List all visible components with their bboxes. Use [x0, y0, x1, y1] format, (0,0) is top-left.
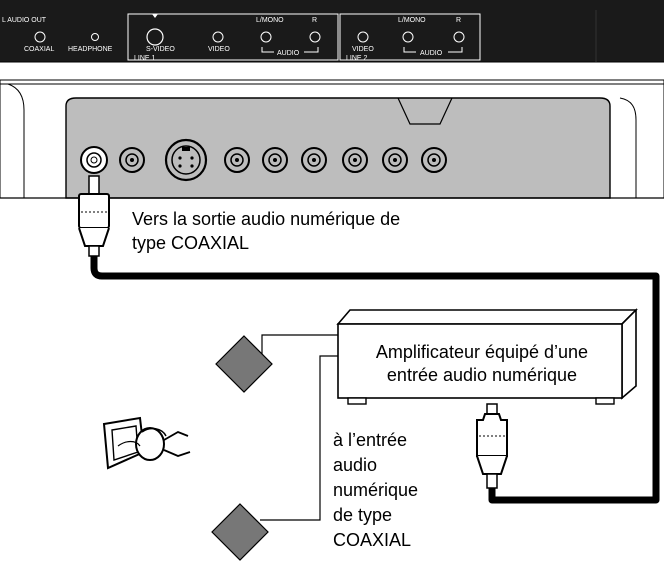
video2-jack-icon [357, 31, 369, 43]
panel-label-audio2: AUDIO [420, 50, 443, 57]
bay-jacks [80, 138, 447, 182]
video1-jack-icon [212, 31, 224, 43]
panel-label-audio-out: L AUDIO OUT [2, 17, 47, 24]
svideo-jack-icon [146, 28, 164, 46]
amplifier-label-line2: entrée audio numérique [387, 365, 577, 385]
marker-arrow-icon [152, 14, 158, 18]
speaker-rear-icon [211, 503, 269, 561]
speaker-wire-bottom [260, 355, 338, 521]
panel-label-lmono2: L/MONO [398, 17, 426, 24]
input-label: à l’entrée audio numérique de type COAXI… [333, 430, 418, 550]
panel-label-lmono1: L/MONO [256, 17, 284, 24]
audio2-left-jack-icon [402, 31, 414, 43]
panel-label-r1: R [312, 17, 317, 24]
input-label-line: audio [333, 455, 377, 475]
input-label-line: numérique [333, 480, 418, 500]
input-label-line: à l’entrée [333, 430, 407, 450]
panel-label-svideo: S-VIDEO [146, 46, 175, 53]
audio2-right-jack-icon [453, 31, 465, 43]
panel-label-line2: LINE 2 [346, 55, 368, 62]
speaker-front-icon [215, 335, 273, 393]
panel-label-video2: VIDEO [352, 46, 374, 53]
rca-plug-top-icon [78, 175, 110, 257]
panel-label-line1: LINE 1 [134, 55, 156, 62]
source-label-line1: Vers la sortie audio numérique de [132, 209, 400, 229]
panel-label-coaxial: COAXIAL [24, 46, 54, 53]
source-label-line2: type COAXIAL [132, 233, 249, 253]
audio1-left-jack-icon [260, 31, 272, 43]
amplifier-label-line1: Amplificateur équipé d’une [376, 342, 588, 362]
amplifier: Amplificateur équipé d’une entrée audio … [336, 308, 638, 405]
coaxial-jack-icon [34, 31, 46, 43]
panel-label-audio1: AUDIO [277, 50, 300, 57]
panel-label-r2: R [456, 17, 461, 24]
input-label-line: de type [333, 505, 392, 525]
listener-icon [102, 416, 191, 470]
panel-label-headphone: HEADPHONE [68, 46, 113, 53]
headphone-jack-icon [91, 33, 99, 41]
rca-plug-bottom-icon [476, 403, 508, 489]
device-body [0, 79, 664, 199]
coaxial-cable [90, 254, 660, 504]
audio1-right-jack-icon [309, 31, 321, 43]
speaker-wire-top [261, 334, 338, 358]
rear-panel: L AUDIO OUT COAXIAL HEADPHONE S-VIDEO VI… [0, 0, 664, 63]
input-label-line: COAXIAL [333, 530, 411, 550]
panel-label-video1: VIDEO [208, 46, 230, 53]
